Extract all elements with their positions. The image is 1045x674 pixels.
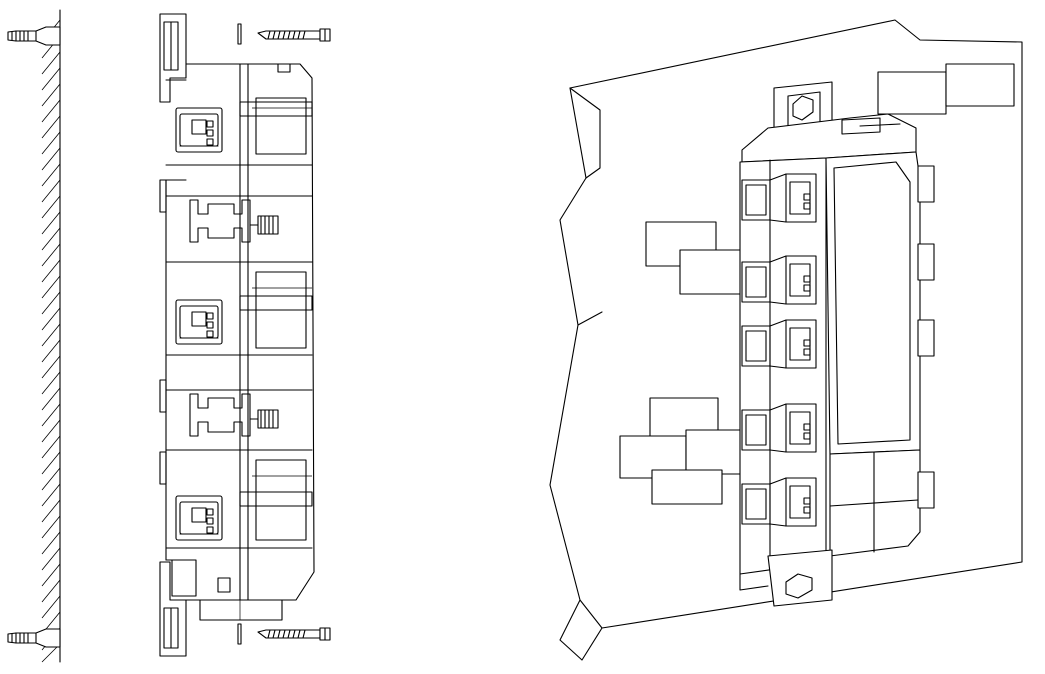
screw-top (237, 23, 331, 45)
module-isometric (739, 81, 935, 607)
module-side-profile (159, 13, 315, 657)
isometric-view-wall-mounted (549, 19, 1023, 661)
wall-hatched (41, 9, 61, 663)
screw-bottom (237, 623, 331, 645)
side-view-wall-mounting (7, 9, 331, 663)
wall-plug-top (7, 26, 61, 46)
wall-bricks (619, 63, 1015, 505)
wall-plug-bottom (7, 628, 61, 648)
